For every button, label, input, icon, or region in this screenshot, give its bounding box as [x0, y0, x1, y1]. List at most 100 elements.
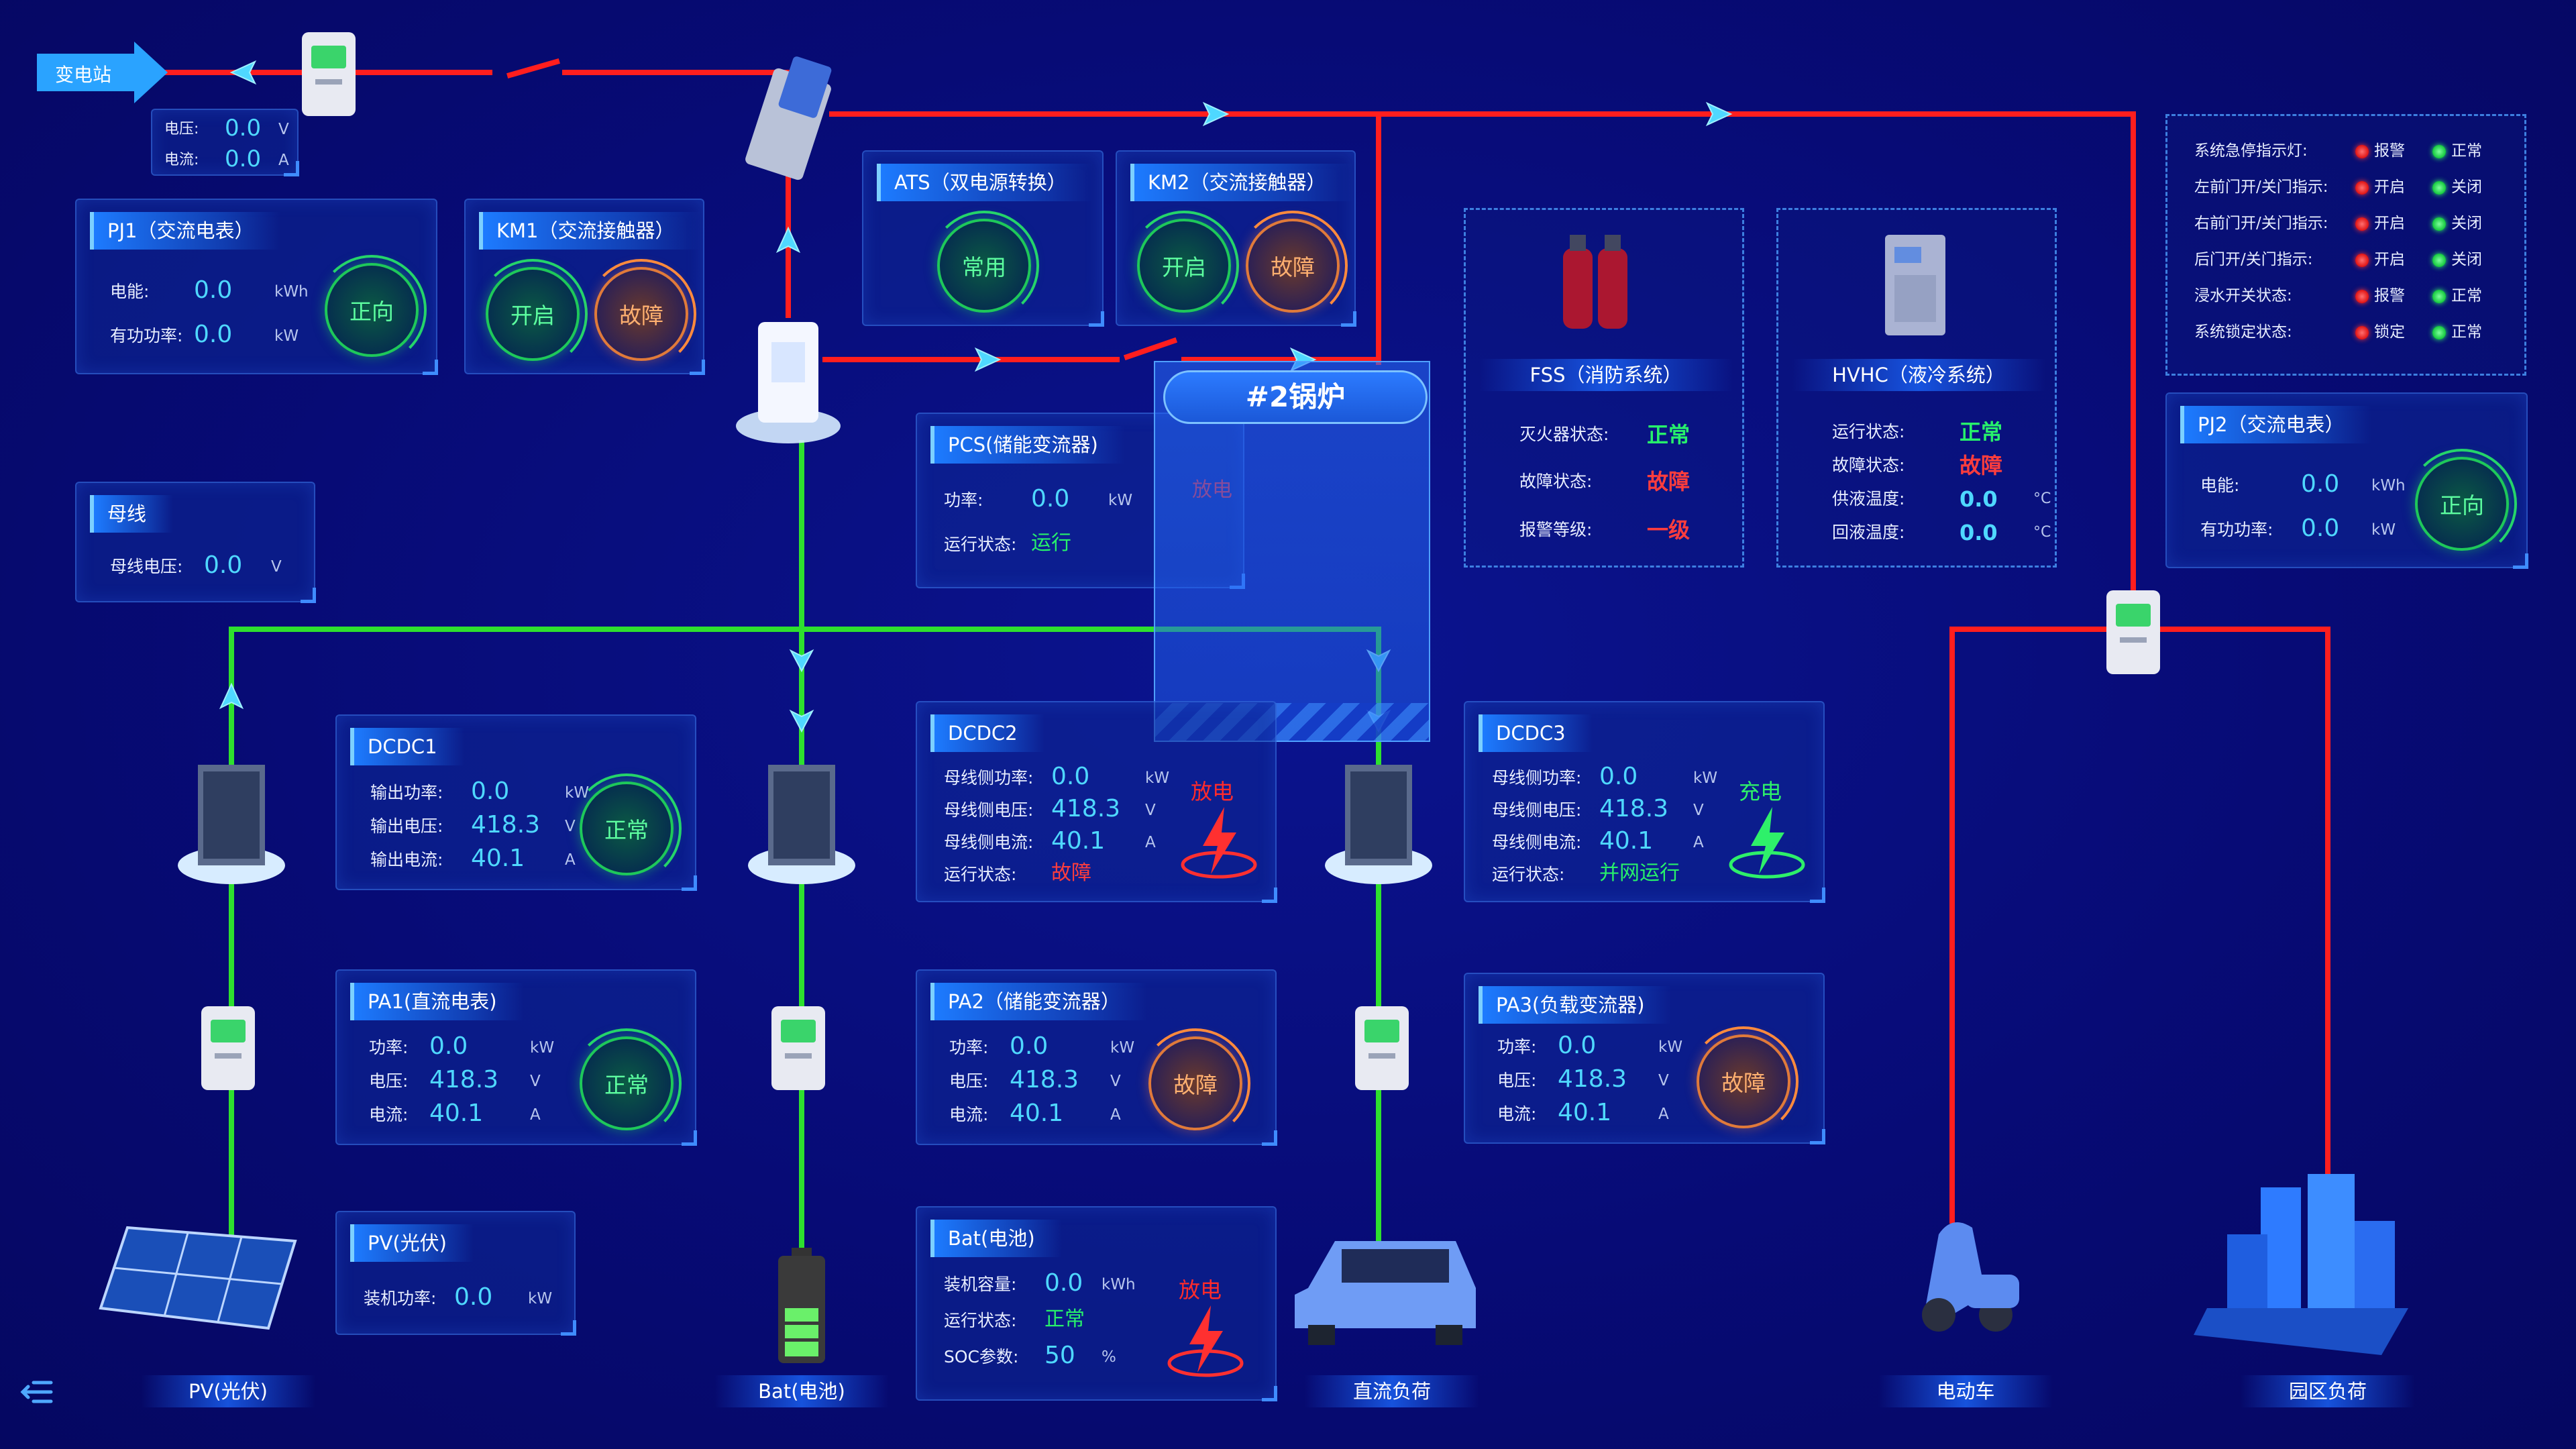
bottom-label-pv: PV(光伏): [141, 1375, 315, 1407]
bottom-label-dc-load: 直流负荷: [1305, 1375, 1479, 1407]
indicator-normal: 关闭: [2432, 174, 2482, 201]
dcdc3-bolt-icon: [1729, 807, 1805, 879]
pa2-title: PA2（储能变流器）: [930, 983, 1147, 1020]
km2-open-ring: 开启: [1129, 211, 1239, 321]
pa3-panel[interactable]: PA3(负载变流器) 功率: 0.0 kW 电压: 418.3 V 电流: 40…: [1464, 973, 1825, 1144]
fss-title: FSS（消防系统）: [1479, 359, 1733, 391]
km2-panel[interactable]: KM2（交流接触器） 开启 故障: [1116, 150, 1356, 327]
pcs-title: PCS(储能变流器): [930, 426, 1125, 464]
indicator-alarm: 报警: [2355, 138, 2405, 164]
indicator-normal: 正常: [2432, 282, 2482, 309]
pj2-direction-ring: 正向: [2407, 449, 2517, 559]
indicator-normal: 关闭: [2432, 210, 2482, 237]
substation-readout: 电压: 0.0 V 电流: 0.0 A: [151, 109, 299, 176]
hvhc-panel[interactable]: HVHC（液冷系统） 运行状态: 正常 故障状态: 故障 供液温度: 0.0 °…: [1776, 208, 2057, 568]
red-dot-icon: [2355, 217, 2369, 231]
indicator-normal: 正常: [2432, 138, 2482, 164]
indicator-alarm: 锁定: [2355, 319, 2405, 345]
indicator-label: 右前门开/关门指示:: [2194, 215, 2328, 232]
pj2-title: PJ2（交流电表）: [2180, 406, 2371, 443]
green-dot-icon: [2432, 180, 2446, 195]
bat-title: Bat(电池): [930, 1220, 1062, 1257]
red-dot-icon: [2355, 144, 2369, 158]
dcdc1-title: DCDC1: [350, 728, 464, 765]
pa2-status-ring: 故障: [1140, 1028, 1250, 1138]
boiler-overlay[interactable]: #2锅炉: [1154, 361, 1430, 742]
pj1-direction-ring: 正向: [317, 255, 427, 365]
km1-title: KM1（交流接触器）: [479, 212, 702, 250]
bat-panel[interactable]: Bat(电池) 装机容量: 0.0 kWh 运行状态: 正常 SOC参数: 50…: [916, 1206, 1277, 1401]
ats-panel[interactable]: ATS（双电源转换） 常用: [862, 150, 1104, 327]
ac-lines: [165, 58, 2330, 1224]
pa2-panel[interactable]: PA2（储能变流器） 功率: 0.0 kW 电压: 418.3 V 电流: 40…: [916, 969, 1277, 1146]
pa1-title: PA1(直流电表): [350, 983, 524, 1020]
indicator-alarm: 开启: [2355, 210, 2405, 237]
dcdc1-status-ring: 正常: [572, 773, 682, 883]
bus-panel[interactable]: 母线 母线电压: 0.0 V: [75, 482, 316, 603]
dcdc1-panel[interactable]: DCDC1 输出功率: 0.0 kW 输出电压: 418.3 V 输出电流: 4…: [335, 714, 697, 891]
cooling-unit-icon: [1885, 235, 1945, 335]
bottom-label-ev: 电动车: [1878, 1375, 2053, 1407]
km1-open-ring: 开启: [478, 259, 588, 369]
dcdc3-charge-badge: 充电: [1739, 779, 1782, 804]
rack-icons: [178, 765, 1432, 884]
ats-mode-ring: 常用: [929, 211, 1039, 321]
substation-voltage: 0.0: [225, 115, 262, 142]
boiler-title: #2锅炉: [1163, 370, 1428, 424]
bottom-label-bat: Bat(电池): [714, 1375, 889, 1407]
dcdc2-discharge-badge: 放电: [1191, 779, 1234, 804]
dcdc3-title: DCDC3: [1479, 714, 1593, 752]
indicator-alarm: 开启: [2355, 246, 2405, 273]
red-dot-icon: [2355, 180, 2369, 195]
substation-label: 变电站: [55, 64, 112, 86]
pj2-panel[interactable]: PJ2（交流电表） 电能: 0.0 kWh 有功功率: 0.0 kW 正向: [2165, 392, 2528, 569]
indicator-panel: 系统急停指示灯:报警正常左前门开/关门指示:开启关闭右前门开/关门指示:开启关闭…: [2165, 114, 2526, 376]
pa3-status-ring: 故障: [1688, 1026, 1799, 1136]
dcdc3-panel[interactable]: DCDC3 母线侧功率: 0.0 kW 母线侧电压: 418.3 V 母线侧电流…: [1464, 701, 1825, 903]
red-dot-icon: [2355, 253, 2369, 267]
substation-arrow: [37, 42, 168, 103]
hvhc-title: HVHC（液冷系统）: [1792, 359, 2045, 391]
indicator-label: 系统急停指示灯:: [2194, 142, 2308, 160]
scooter-icon: [1922, 1222, 2019, 1332]
km2-title: KM2（交流接触器）: [1130, 164, 1353, 201]
red-dot-icon: [2355, 289, 2369, 303]
pv-panel[interactable]: PV(光伏) 装机功率: 0.0 kW: [335, 1211, 576, 1336]
indicator-alarm: 开启: [2355, 174, 2405, 201]
pa1-status-ring: 正常: [572, 1028, 682, 1138]
bottom-label-park: 园区负荷: [2241, 1375, 2415, 1407]
solar-panel-icon: [99, 1226, 297, 1330]
indicator-label: 后门开/关门指示:: [2194, 251, 2313, 268]
km2-fault-ring: 故障: [1238, 211, 1348, 321]
bus-title: 母线: [90, 495, 174, 533]
bat-discharge-badge: 放电: [1179, 1277, 1222, 1303]
green-dot-icon: [2432, 217, 2446, 231]
bat-bolt-icon: [1167, 1305, 1244, 1377]
city-icon: [2194, 1174, 2408, 1355]
indicator-normal: 正常: [2432, 319, 2482, 345]
car-icon: [1295, 1241, 1476, 1345]
green-dot-icon: [2432, 325, 2446, 339]
battery-icon: [778, 1248, 825, 1363]
pj1-title: PJ1（交流电表）: [90, 212, 281, 250]
substation-current: 0.0: [225, 146, 262, 172]
ats-device-icon: [745, 56, 832, 180]
dcdc2-bolt-icon: [1181, 807, 1257, 879]
pa1-panel[interactable]: PA1(直流电表) 功率: 0.0 kW 电压: 418.3 V 电流: 40.…: [335, 969, 697, 1146]
fss-panel[interactable]: FSS（消防系统） 灭火器状态: 正常 故障状态: 故障 报警等级: 一级: [1464, 208, 1744, 568]
meter-icons: [201, 32, 2160, 1090]
dcdc2-panel[interactable]: DCDC2 母线侧功率: 0.0 kW 母线侧电压: 418.3 V 母线侧电流…: [916, 701, 1277, 903]
km1-panel[interactable]: KM1（交流接触器） 开启 故障: [464, 199, 705, 375]
indicator-alarm: 报警: [2355, 282, 2405, 309]
indicator-label: 浸水开关状态:: [2194, 287, 2292, 305]
red-dot-icon: [2355, 325, 2369, 339]
pj1-panel[interactable]: PJ1（交流电表） 电能: 0.0 kWh 有功功率: 0.0 kW 正向: [75, 199, 438, 375]
menu-collapse-icon[interactable]: [20, 1379, 54, 1405]
indicator-normal: 关闭: [2432, 246, 2482, 273]
green-dot-icon: [2432, 253, 2446, 267]
dcdc2-title: DCDC2: [930, 714, 1044, 752]
km1-fault-ring: 故障: [586, 259, 696, 369]
green-dot-icon: [2432, 144, 2446, 158]
pcs-cabinet-icon: [736, 322, 841, 443]
